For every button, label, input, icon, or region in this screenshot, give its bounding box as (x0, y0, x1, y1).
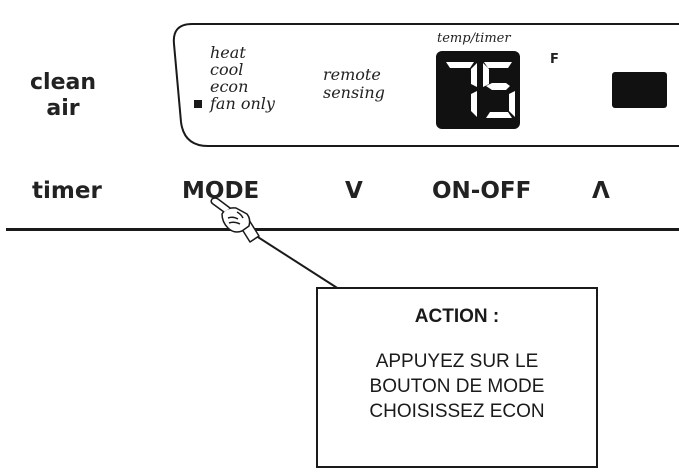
temp-up-button[interactable]: Λ (592, 178, 610, 204)
clean-air-label-line1: clean (29, 70, 96, 95)
callout-line-1: APPUYEZ SUR LE (375, 351, 539, 372)
digit-5 (483, 62, 515, 118)
mode-cool: cool (210, 60, 244, 79)
mode-list: heat cool econ fan only (194, 43, 275, 112)
mode-econ: econ (210, 77, 249, 96)
mode-fan-only: fan only (210, 94, 275, 113)
mode-button[interactable]: MODE (182, 178, 260, 204)
mode-fan-only-row: fan only (194, 95, 275, 112)
temperature-display (436, 51, 520, 129)
mode-heat: heat (210, 43, 246, 62)
unit-label: F (550, 52, 559, 67)
on-off-button[interactable]: ON-OFF (432, 178, 532, 204)
remote-sensing-label: remote sensing (323, 66, 385, 102)
temp-down-button[interactable]: V (345, 178, 363, 204)
callout-body: APPUYEZ SUR LE BOUTON DE MODE CHOISISSEZ… (318, 349, 596, 424)
remote-label-line2: sensing (323, 83, 385, 102)
pointing-hand-icon (210, 197, 260, 243)
remote-label-line1: remote (323, 65, 381, 84)
control-panel: clean air heat cool econ fan only remote… (0, 0, 679, 234)
clean-air-button[interactable]: clean air (18, 70, 108, 122)
callout-line-3: CHOISISSEZ ECON (369, 401, 545, 422)
clean-air-label-line2: air (46, 96, 80, 121)
callout-line-2: BOUTON DE MODE (369, 376, 545, 397)
timer-button[interactable]: timer (32, 178, 102, 204)
timer-display (612, 72, 667, 108)
action-callout-box: ACTION : APPUYEZ SUR LE BOUTON DE MODE C… (316, 287, 598, 468)
display-window-frame (172, 23, 679, 147)
temp-timer-label: temp/timer (437, 31, 511, 46)
seven-segment-digits (446, 62, 515, 118)
digit-7 (446, 62, 477, 117)
mode-indicator-light (194, 100, 202, 108)
callout-title: ACTION : (414, 306, 500, 327)
panel-bottom-edge (6, 228, 679, 231)
